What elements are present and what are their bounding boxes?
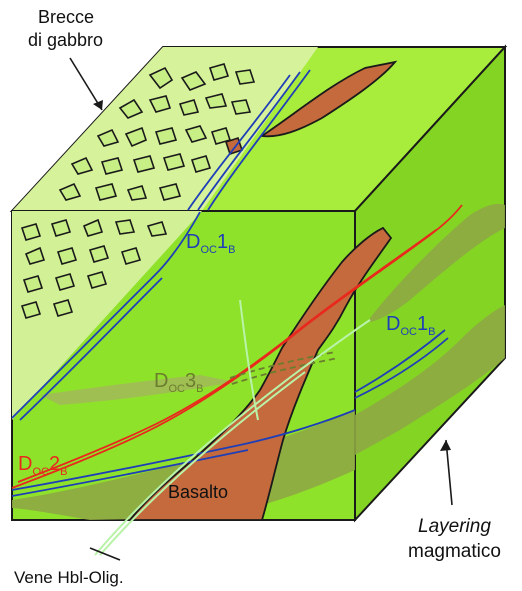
front-breccia-zone [12,211,202,420]
shear-lines-doc1-front [11,211,356,497]
layering-leader-line [445,439,453,506]
vene-label: Vene Hbl-Olig. [14,568,124,587]
layering-band-side-upper [370,203,505,322]
brecce-label-line2: di gabbro [28,30,103,50]
basalt-dyke-front [128,226,393,521]
layering-band-side-lower [355,305,505,455]
layering-band-front-upper [40,375,235,405]
doc1-front-label: DOC1B [186,231,235,256]
layering-label-line1: Layering [418,516,491,537]
doc1-side-label: DOC1B [386,313,435,338]
basalto-label: Basalto [168,482,228,502]
brecce-leader-line [69,57,103,111]
shear-lines-doc1-side [354,329,449,399]
doc2-label: DOC2B [18,453,67,478]
brecce-label-line1: Brecce [38,7,94,27]
layering-label-line2: magmatico [408,541,501,562]
brecce-leader-arrowhead [93,100,103,110]
breccia-clasts-top [58,63,256,201]
breccia-clasts-front [20,218,168,319]
shear-lines-doc2 [11,204,463,489]
layering-leader-arrowhead [440,440,451,451]
basalt-dyke-top [259,60,398,138]
hbl-olig-veins [94,299,371,556]
vene-leader-line [89,547,121,561]
doc3-label: DOC3B [154,370,203,395]
shear-lines-doc1-top [187,69,311,211]
